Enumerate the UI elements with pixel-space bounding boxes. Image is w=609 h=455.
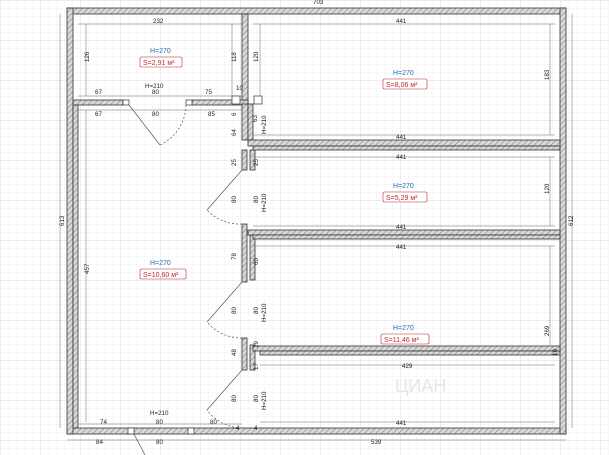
watermark: ЦИАН xyxy=(395,376,446,396)
door-height-labels: H=210 H=210 H=210 H=210 H=210 H=210 xyxy=(145,83,268,417)
dim-64: 64 xyxy=(231,129,238,136)
dim-63: 63 xyxy=(252,115,259,122)
dim-60: 60 xyxy=(253,258,260,265)
dim-4-right: 4 xyxy=(254,425,258,432)
dim-top-room-width: 441 xyxy=(396,18,407,25)
dim-4-left: 4 xyxy=(236,425,240,432)
dim-left-total: 613 xyxy=(59,215,66,226)
svg-text:H=270: H=270 xyxy=(393,183,414,190)
dim-67-top: 67 xyxy=(95,89,102,96)
interior-walls xyxy=(72,13,561,429)
dim-bottom-room-width: 441 xyxy=(396,420,407,427)
dim-wc-width: 232 xyxy=(153,18,164,25)
svg-text:H=270: H=270 xyxy=(393,325,414,332)
doors xyxy=(122,95,263,455)
dim-80-low-right: 80 xyxy=(253,307,260,314)
door-height-side-3: H=210 xyxy=(261,303,268,322)
dim-19: 19 xyxy=(253,341,260,348)
dim-top-room-height-left: 120 xyxy=(253,51,260,62)
dim-mid-room-top-width: 441 xyxy=(396,154,407,161)
dim-right-total: 612 xyxy=(568,215,575,226)
dim-80-mid-right: 80 xyxy=(253,196,260,203)
dim-wc-height-right: 118 xyxy=(231,52,238,62)
dim-80-bottom-right: 80 xyxy=(253,395,260,402)
svg-text:H=270: H=270 xyxy=(150,260,171,267)
room-label-hall: H=270 S=10,60 м² xyxy=(139,260,187,280)
dim-80-bottom-left: 80 xyxy=(231,395,238,402)
svg-text:S=8,06 м²: S=8,06 м² xyxy=(386,82,418,89)
dim-85: 85 xyxy=(208,111,215,118)
dim-10: 10 xyxy=(236,85,243,92)
dim-top-room-bottom-width: 441 xyxy=(396,134,407,141)
dim-10-right: 10 xyxy=(552,349,559,356)
svg-text:S=10,60 м²: S=10,60 м² xyxy=(143,272,179,279)
room-label-top-right: H=270 S=8,06 м² xyxy=(382,70,428,90)
dim-6: 6 xyxy=(231,112,238,116)
dim-hall-height: 457 xyxy=(84,263,91,274)
dimension-lines xyxy=(59,14,573,441)
dim-25-left: 25 xyxy=(231,159,238,166)
dim-269: 269 xyxy=(544,325,551,336)
svg-text:H=270: H=270 xyxy=(150,48,171,55)
dim-80-entry: 80 xyxy=(156,419,163,426)
room-label-bottom-right: H=270 S=11,46 м² xyxy=(380,325,430,345)
dim-mid-room-height: 120 xyxy=(544,183,551,194)
door-height-bottom: H=210 xyxy=(150,410,169,417)
door-height-side-1: H=210 xyxy=(261,115,268,134)
dim-67-bottom: 67 xyxy=(95,111,102,118)
dim-48: 48 xyxy=(231,349,238,356)
dim-429: 429 xyxy=(402,363,413,370)
door-height-side-4: H=210 xyxy=(261,391,268,410)
dim-mid-room-bottom-width: 441 xyxy=(396,224,407,231)
dim-17: 17 xyxy=(253,363,260,370)
dim-bottom-left: 84 xyxy=(96,439,103,446)
dim-78: 78 xyxy=(231,253,238,260)
room-label-wc: H=270 S=2,91 м² xyxy=(139,48,183,68)
dim-overall-width: 703 xyxy=(313,0,324,6)
dim-74: 74 xyxy=(100,419,107,426)
door-height-side-2: H=210 xyxy=(261,193,268,212)
dim-75: 75 xyxy=(205,89,212,96)
exterior-walls xyxy=(66,7,567,435)
svg-text:S=5,29 м²: S=5,29 м² xyxy=(386,195,418,202)
dimension-labels: 703 232 441 126 118 120 183 67 80 75 10 … xyxy=(59,0,575,446)
dim-80-mid-left: 80 xyxy=(231,196,238,203)
dim-80-low-left: 80 xyxy=(231,307,238,314)
dim-25-right: 25 xyxy=(253,159,260,166)
dim-80-top: 80 xyxy=(152,89,159,96)
dim-80-bottom: 80 xyxy=(152,111,159,118)
dim-bottom-right: 539 xyxy=(371,439,382,446)
svg-text:S=2,91 м²: S=2,91 м² xyxy=(143,60,175,67)
door-height-upper: H=210 xyxy=(145,83,164,90)
dim-mid-room-lower-width: 441 xyxy=(396,244,407,251)
room-label-mid-right: H=270 S=5,29 м² xyxy=(382,183,428,203)
dim-80-entry-right: 80 xyxy=(210,419,217,426)
dim-top-room-height-right: 183 xyxy=(544,69,551,80)
svg-text:S=11,46 м²: S=11,46 м² xyxy=(384,337,420,344)
dim-wc-height-left: 126 xyxy=(84,51,91,62)
dim-80-outer: 80 xyxy=(156,439,163,446)
svg-text:H=270: H=270 xyxy=(393,70,414,77)
